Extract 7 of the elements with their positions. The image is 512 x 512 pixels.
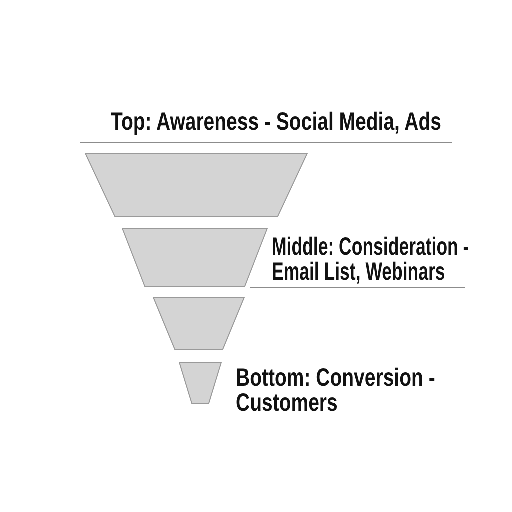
funnel-stage	[179, 362, 222, 404]
funnel-stage	[122, 228, 268, 287]
stage-label: Top: Awareness - Social Media, Ads	[111, 110, 442, 135]
funnel-stage	[153, 297, 245, 350]
stage-label: Bottom: Conversion - Customers	[236, 366, 436, 416]
stage-label: Middle: Consideration - Email List, Webinars	[272, 235, 470, 285]
funnel-stage	[85, 153, 308, 217]
